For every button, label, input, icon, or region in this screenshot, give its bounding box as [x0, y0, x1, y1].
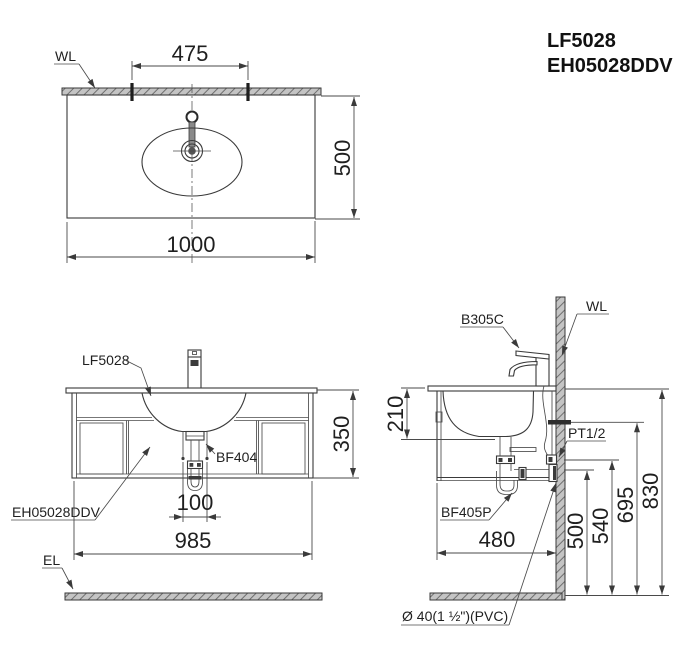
floor-label-callout: EL — [42, 552, 74, 590]
faucet-spout — [508, 360, 538, 377]
dim-210-text: 210 — [383, 396, 408, 433]
countertop-slab — [65, 387, 318, 394]
faucet-label-text: B305C — [461, 311, 504, 327]
supply-hose — [542, 385, 549, 457]
dim-985-text: 985 — [175, 528, 212, 553]
left-door-panel — [79, 422, 124, 475]
model-number-1: LF5028 — [547, 30, 616, 52]
dim-1000-text: 1000 — [167, 232, 216, 257]
dimension-540: 540 — [588, 461, 615, 595]
faucet-hole — [185, 110, 199, 124]
side-view: WL B305C PT1/2 — [383, 296, 669, 626]
faucet-handle-dot — [190, 360, 199, 366]
dim-695-text: 695 — [613, 487, 638, 524]
top-view: 475 WL 1000 500 — [54, 41, 360, 263]
wl-side-label-text: WL — [586, 298, 607, 314]
front-view: LF5028 BF404 EH05028DDV 100 985 — [11, 349, 359, 601]
waste-label-text: Ø 40(1 ½")(PVC) — [402, 608, 508, 624]
basin-callout: LF5028 — [82, 352, 152, 397]
dimension-480: 480 — [436, 483, 556, 560]
faucet-front — [187, 349, 202, 390]
dim-480-text: 480 — [479, 527, 516, 552]
model-number-2: EH05028DDV — [547, 55, 673, 77]
right-extension-lines — [564, 388, 669, 596]
faucet-stem — [188, 121, 196, 148]
faucet-lever — [515, 350, 550, 360]
wall-section-bar — [61, 87, 322, 96]
basin-label-text: LF5028 — [82, 352, 130, 368]
support-bracket — [509, 447, 537, 452]
dimension-830: 830 — [638, 390, 665, 595]
floor-section-bar-front — [64, 592, 323, 601]
wall-label-side: WL — [561, 298, 609, 356]
dim-100-text: 100 — [177, 490, 214, 515]
drain-assembly-front — [185, 430, 205, 491]
faucet-side — [508, 350, 550, 387]
el-label-text: EL — [43, 552, 60, 568]
dimension-500-height: 500 — [563, 471, 590, 595]
wall-label-top: WL — [54, 48, 96, 89]
dim-500-text: 500 — [330, 140, 355, 177]
dimension-985: 985 — [73, 481, 313, 560]
countertop-side — [427, 385, 557, 392]
trap-callout: BF405P — [440, 492, 513, 521]
dimension-100: 100 — [169, 462, 221, 522]
trap-assembly-side — [495, 437, 558, 495]
dimension-350: 350 — [313, 389, 359, 479]
supply-inlet-tick — [548, 420, 571, 425]
cabinet-rails — [76, 417, 309, 421]
faucet-callout: B305C — [460, 311, 520, 349]
basin-bowl-side — [442, 390, 535, 438]
dim-540-text: 540 — [588, 508, 613, 545]
trap-label-text: BF405P — [441, 504, 492, 520]
waste-pipe-callout: Ø 40(1 ½")(PVC) — [401, 482, 557, 626]
wl-label-text: WL — [55, 48, 76, 64]
cabinet-callout: EH05028DDV — [11, 446, 151, 521]
angle-valve-handle — [548, 457, 553, 462]
dim-830-text: 830 — [638, 473, 663, 510]
dim-475-text: 475 — [172, 41, 209, 66]
dimension-1000: 1000 — [66, 221, 316, 263]
right-door-panel — [261, 422, 306, 475]
floor-section-bar-side — [429, 592, 563, 601]
dimension-695: 695 — [613, 423, 640, 595]
drain-label-text: BF404 — [216, 449, 257, 465]
dimension-210: 210 — [383, 387, 495, 440]
cabinet-label-text: EH05028DDV — [12, 504, 101, 520]
dimension-475: 475 — [131, 41, 249, 80]
drain-callout: BF404 — [205, 443, 257, 465]
hinge-plate — [435, 411, 443, 423]
dimension-500-depth: 500 — [315, 95, 360, 220]
supply-label-text: PT1/2 — [568, 425, 606, 441]
supply-callout: PT1/2 — [558, 425, 606, 458]
title-block: LF5028 EH05028DDV — [547, 30, 673, 77]
dim-350-text: 350 — [329, 416, 354, 453]
dim-500h-text: 500 — [563, 513, 588, 550]
basin-ellipse — [141, 127, 243, 197]
